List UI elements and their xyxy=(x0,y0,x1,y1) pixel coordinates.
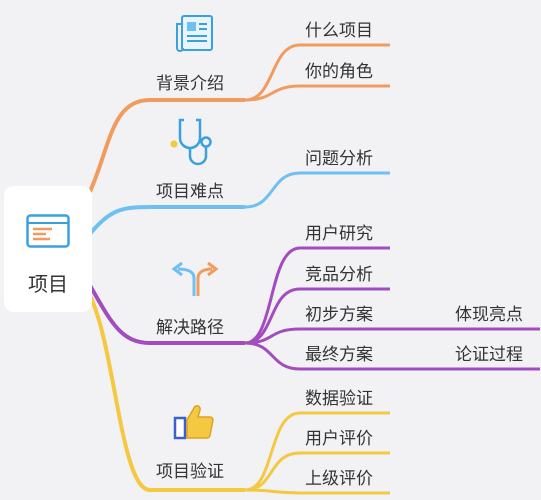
child-label[interactable]: 用户研究 xyxy=(305,224,373,244)
child-label[interactable]: 初步方案 xyxy=(305,305,373,325)
grandchild-label[interactable]: 体现亮点 xyxy=(455,305,523,325)
document-lines-icon xyxy=(26,214,70,248)
stethoscope-icon xyxy=(170,118,212,166)
edge-jj-jingpin xyxy=(244,287,390,345)
edge-root-nd xyxy=(86,205,245,238)
edge-bg-shenme xyxy=(244,43,390,102)
child-label[interactable]: 上级评价 xyxy=(305,469,373,489)
child-label[interactable]: 竞品分析 xyxy=(305,265,373,285)
child-label[interactable]: 什么项目 xyxy=(305,21,373,41)
branch-label-solution[interactable]: 解决路径 xyxy=(156,318,224,338)
branch-label-validation[interactable]: 项目验证 xyxy=(156,462,224,482)
child-label[interactable]: 你的角色 xyxy=(305,62,373,82)
grandchild-label[interactable]: 论证过程 xyxy=(455,345,523,365)
edge-jj-zuizhong xyxy=(244,341,390,371)
branch-label-background[interactable]: 背景介绍 xyxy=(156,74,224,94)
root-label: 项目 xyxy=(28,272,68,296)
thumbs-up-icon xyxy=(173,405,214,440)
edge-root-jj xyxy=(86,280,245,345)
edge-yz-yonghu xyxy=(244,451,390,492)
branch-label-difficulty[interactable]: 项目难点 xyxy=(156,182,224,202)
child-label[interactable]: 数据验证 xyxy=(305,389,373,409)
root-node[interactable]: 项目 xyxy=(4,186,92,312)
edge-nd-wenti xyxy=(244,171,390,209)
edge-root-bg xyxy=(86,98,245,197)
fork-arrows-icon xyxy=(171,261,219,296)
newspaper-icon xyxy=(176,15,213,52)
child-label[interactable]: 问题分析 xyxy=(305,149,373,169)
edge-root-yz xyxy=(86,291,245,492)
edge-bg-juese xyxy=(244,84,390,102)
edge-yz-shuju xyxy=(244,411,390,492)
child-label[interactable]: 用户评价 xyxy=(305,429,373,449)
child-label[interactable]: 最终方案 xyxy=(305,345,373,365)
edge-jj-yonghu xyxy=(244,246,390,345)
edge-jj-chubu xyxy=(244,327,390,345)
edge-yz-shangji xyxy=(244,488,390,495)
